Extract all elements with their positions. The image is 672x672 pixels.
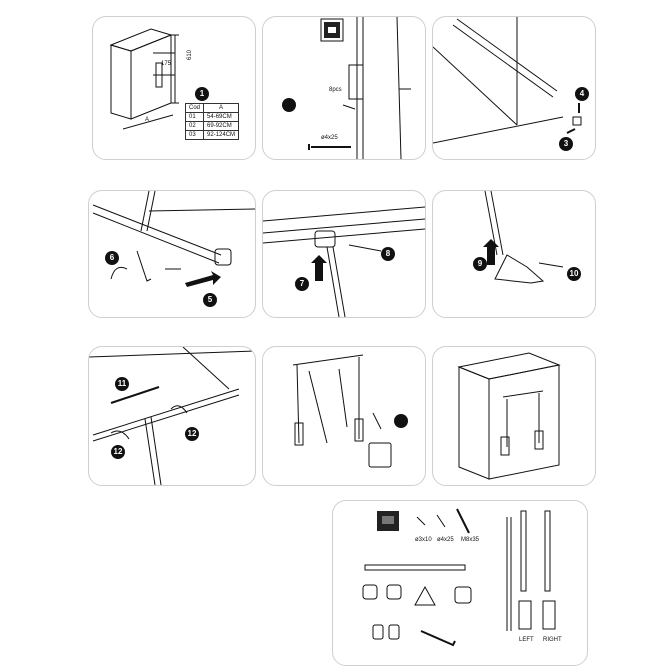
screw-label-4x25: ø4x25 — [437, 537, 454, 543]
step-8-badge: 8 — [381, 247, 395, 261]
rod-insert-drawing — [92, 191, 255, 287]
bracket-mounting-drawing — [282, 17, 411, 159]
screw-quantity: 8pcs — [329, 87, 342, 93]
left-side-label: LEFT — [519, 637, 534, 643]
step-7-badge: 7 — [295, 277, 309, 291]
foot-mount-drawing — [483, 191, 564, 284]
parts-drawing — [362, 508, 556, 647]
step-1-panel: 610 175 A 1 Cod A 01 54-69CM 02 69-92CM … — [92, 16, 256, 160]
table-row: 03 92-124CM — [184, 130, 240, 140]
step-6-badge: 6 — [105, 251, 119, 265]
step-10-badge: 10 — [567, 267, 581, 281]
step-2-panel: 8pcs ø4x25 — [262, 16, 426, 160]
right-side-label: RIGHT — [543, 637, 562, 643]
step-12-badge-left: 12 — [111, 445, 125, 459]
rod-bracket-drawing — [263, 206, 425, 317]
step-4-badge: 4 — [575, 87, 589, 101]
step-5-badge: 5 — [203, 293, 217, 307]
dimension-offset: 175 — [161, 61, 172, 67]
screw-size: ø4x25 — [321, 135, 338, 141]
table-header: Cod — [184, 103, 205, 113]
step-7-8-panel: 8 7 — [262, 190, 426, 318]
step-9-badge: 9 — [473, 257, 487, 271]
table-header: A — [203, 103, 240, 113]
dimension-height: 610 — [187, 49, 194, 61]
step-12-badge-right: 12 — [185, 427, 199, 441]
step-3-badge: 3 — [559, 137, 573, 151]
size-table: Cod A 01 54-69CM 02 69-92CM 03 92-124CM — [184, 103, 240, 140]
step-9-10-panel: 9 10 — [432, 190, 596, 318]
lift-mechanism-drawing — [292, 354, 408, 468]
rod-adjust-drawing — [89, 347, 255, 485]
screw-label-m8x35: M8x35 — [461, 537, 480, 543]
parts-list-panel: ø3x10 ø4x25 M8x35 LEFT RIGHT — [332, 500, 588, 666]
dimension-width: A — [145, 117, 150, 123]
finished-cabinet-drawing — [457, 352, 561, 480]
finished-cabinet-panel — [432, 346, 596, 486]
cabinet-dimension-drawing — [109, 28, 179, 130]
table-row: 02 69-92CM — [184, 121, 240, 131]
rod-end-drawing — [433, 17, 582, 144]
table-row: 01 54-69CM — [184, 112, 240, 122]
step-11-badge: 11 — [115, 377, 129, 391]
screw-label-3x10: ø3x10 — [415, 537, 432, 543]
step-5-6-panel: 6 5 — [88, 190, 256, 318]
step-1-badge: 1 — [195, 87, 209, 101]
step-3-4-panel: 4 3 — [432, 16, 596, 160]
step-13-panel: 13 — [262, 346, 426, 486]
step-11-12-panel: 11 12 12 — [88, 346, 256, 486]
